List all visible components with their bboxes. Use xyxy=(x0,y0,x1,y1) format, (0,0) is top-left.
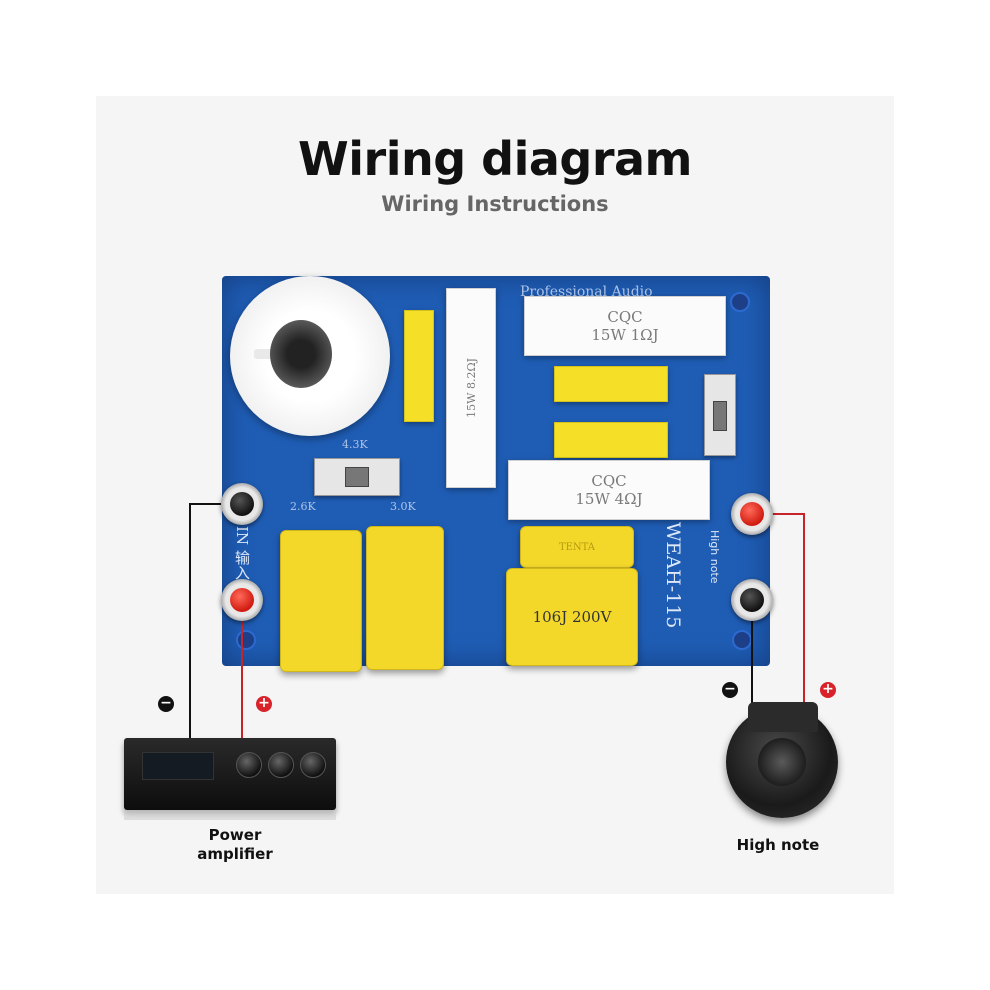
capacitor-vertical xyxy=(404,310,434,422)
resistor-mid-brand: CQC xyxy=(591,472,627,490)
mounting-hole xyxy=(730,292,750,312)
output-negative-terminal[interactable] xyxy=(731,579,773,621)
resistor-top-brand: CQC xyxy=(607,308,643,326)
crossover-point-switch[interactable] xyxy=(314,458,400,496)
amp-reflection xyxy=(124,810,336,820)
capacitor-small-brand: TENTA xyxy=(558,541,596,553)
switch-knob[interactable] xyxy=(713,401,727,431)
capacitor-small: TENTA xyxy=(520,526,634,568)
capacitor-mid-2 xyxy=(554,422,668,458)
input-negative-terminal[interactable] xyxy=(221,483,263,525)
amp-display xyxy=(142,752,214,780)
resistor-mid-rating: 15W 4ΩJ xyxy=(575,490,643,508)
amp-knob xyxy=(236,752,262,778)
switch-knob[interactable] xyxy=(345,467,369,487)
diagram-title: Wiring diagram xyxy=(298,132,692,186)
capacitor-main-rating: 106J 200V xyxy=(532,608,612,626)
output-positive-terminal[interactable] xyxy=(731,493,773,535)
coil-hub xyxy=(270,320,332,388)
capacitor-block-2 xyxy=(366,526,444,670)
input-positive-terminal[interactable] xyxy=(221,579,263,621)
tweeter-top xyxy=(748,702,818,732)
amp-positive-sign: + xyxy=(256,696,272,712)
resistor-middle: CQC 15W 4ΩJ xyxy=(508,460,710,520)
tweeter-positive-sign: + xyxy=(820,682,836,698)
amp-negative-sign: − xyxy=(158,696,174,712)
power-amplifier xyxy=(124,738,336,810)
input-board-label: IN 输入 xyxy=(233,526,251,580)
capacitor-mid-1 xyxy=(554,366,668,402)
silk-label-4-3k: 4.3K xyxy=(342,438,368,451)
tweeter-center xyxy=(758,738,806,786)
silk-label-2-6k: 2.6K xyxy=(290,500,316,513)
amp-negative-wire xyxy=(189,503,242,740)
amp-knob xyxy=(300,752,326,778)
silk-label-3-0k: 3.0K xyxy=(390,500,416,513)
tweeter-level-switch[interactable] xyxy=(704,374,736,456)
capacitor-block-1 xyxy=(280,530,362,672)
resistor-vertical: 15W 8.2ΩJ xyxy=(446,288,496,488)
high-note-board-label: High note xyxy=(708,530,721,584)
amp-knob xyxy=(268,752,294,778)
amplifier-caption: Power amplifier xyxy=(197,826,273,863)
capacitor-main: 106J 200V xyxy=(506,568,638,666)
diagram-subtitle: Wiring Instructions xyxy=(381,192,609,216)
resistor-top-rating: 15W 1ΩJ xyxy=(591,326,659,344)
model-label: WEAH-115 xyxy=(662,522,684,629)
tweeter-negative-sign: − xyxy=(722,682,738,698)
resistor-top: CQC 15W 1ΩJ xyxy=(524,296,726,356)
tweeter-caption: High note xyxy=(736,836,820,854)
